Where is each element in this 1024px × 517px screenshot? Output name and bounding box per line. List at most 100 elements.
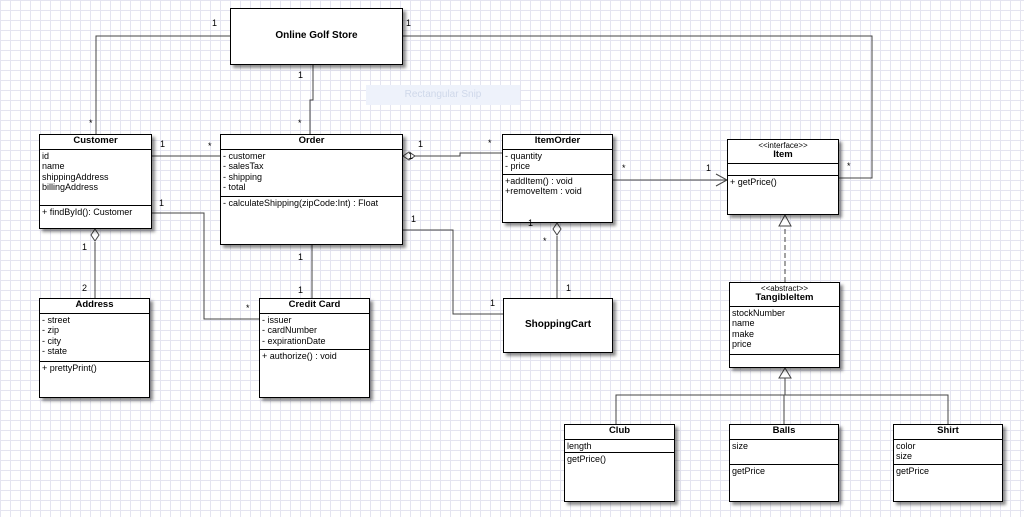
- edge-club-tangible: [615, 378, 786, 424]
- class-item[interactable]: <<interface>> Item + getPrice(): [727, 139, 839, 215]
- multiplicity-label: 1: [408, 151, 414, 161]
- multiplicity-label: 1: [159, 198, 165, 208]
- attributes-section: stockNumber name make price: [730, 307, 839, 355]
- operation: getPrice: [732, 465, 766, 476]
- class-name: Balls: [772, 425, 796, 436]
- operation: - calculateShipping(zipCode:Int) : Float: [223, 197, 379, 208]
- multiplicity-label: *: [543, 236, 547, 246]
- operations-section: [730, 355, 839, 357]
- operations-section: getPrice(): [565, 453, 674, 466]
- attribute: - customer: [223, 150, 266, 161]
- class-header: Credit Card: [260, 299, 369, 314]
- class-name: Order: [298, 135, 325, 146]
- attribute: price: [732, 339, 752, 349]
- class-header: <<abstract>> TangibleItem: [730, 283, 839, 307]
- attribute: - street: [42, 314, 71, 325]
- multiplicity-label: 2: [82, 283, 88, 293]
- operation: getPrice: [896, 465, 930, 476]
- operations-section: getPrice: [730, 465, 838, 478]
- operations-section: + prettyPrint(): [40, 362, 149, 375]
- class-header: Club: [565, 425, 674, 440]
- class-name: Item: [773, 149, 793, 160]
- multiplicity-label: *: [488, 138, 492, 148]
- attribute: color: [896, 440, 916, 451]
- attribute: - total: [223, 182, 246, 192]
- class-credit-card[interactable]: Credit Card - issuer - cardNumber - expi…: [259, 298, 370, 398]
- multiplicity-label: *: [89, 118, 93, 128]
- class-customer[interactable]: Customer id name shippingAddress billing…: [39, 134, 152, 229]
- operation: + findById(): Customer: [42, 206, 133, 217]
- class-header: Shirt: [894, 425, 1002, 440]
- class-name: Club: [608, 425, 631, 436]
- class-name: Shirt: [937, 425, 959, 436]
- attribute: - cardNumber: [262, 325, 318, 335]
- attributes-section: - quantity - price: [503, 150, 612, 175]
- class-club[interactable]: Club length getPrice(): [564, 424, 675, 502]
- operation: +addItem() : void: [505, 175, 573, 186]
- attribute: - price: [505, 161, 531, 171]
- stereotype: <<interface>>: [758, 141, 808, 150]
- operations-section: getPrice: [894, 465, 1002, 478]
- operations-section: + authorize() : void: [260, 350, 369, 363]
- edge-store-item: [403, 35, 873, 179]
- multiplicity-label: 1: [298, 252, 304, 262]
- attribute: - zip: [42, 325, 60, 335]
- class-header: <<interface>> Item: [728, 140, 838, 164]
- operation: + getPrice(): [730, 176, 777, 187]
- attribute: name: [732, 318, 755, 328]
- multiplicity-label: 1: [298, 70, 304, 80]
- operations-section: +addItem() : void +removeItem : void: [503, 175, 612, 198]
- multiplicity-label: 1: [212, 18, 218, 28]
- multiplicity-label: 1: [528, 218, 534, 228]
- multiplicity-label: *: [298, 118, 302, 128]
- class-shirt[interactable]: Shirt color size getPrice: [893, 424, 1003, 502]
- multiplicity-label: 1: [566, 283, 572, 293]
- operation: + prettyPrint(): [42, 362, 97, 373]
- class-online-golf-store[interactable]: Online Golf Store: [230, 8, 403, 65]
- class-header: Balls: [730, 425, 838, 440]
- edge-customer-creditcard: [152, 212, 259, 320]
- attribute: - issuer: [262, 314, 292, 325]
- attribute: shippingAddress: [42, 171, 109, 182]
- operations-section: + getPrice(): [728, 176, 838, 189]
- class-header: Order: [221, 135, 402, 150]
- diamond-customer-address: [90, 228, 100, 242]
- attributes-section: id name shippingAddress billingAddress: [40, 150, 151, 206]
- class-tangible-item[interactable]: <<abstract>> TangibleItem stockNumber na…: [729, 282, 840, 368]
- attribute: size: [732, 440, 749, 451]
- attribute: size: [896, 451, 913, 461]
- class-balls[interactable]: Balls size getPrice: [729, 424, 839, 502]
- attribute: - city: [42, 335, 61, 346]
- multiplicity-label: 1: [298, 285, 304, 295]
- attribute: - salesTax: [223, 161, 264, 171]
- class-name: TangibleItem: [755, 292, 814, 303]
- triangle-generalization-tangible: [778, 367, 792, 379]
- multiplicity-label: *: [246, 303, 250, 313]
- class-name: Online Golf Store: [275, 30, 358, 42]
- attributes-section: - street - zip - city - state: [40, 314, 149, 362]
- edge-store-order: [309, 65, 314, 134]
- triangle-realization-item: [778, 213, 792, 227]
- class-header: Customer: [40, 135, 151, 150]
- attribute: - state: [42, 346, 68, 356]
- multiplicity-label: 1: [490, 298, 496, 308]
- attribute: - expirationDate: [262, 335, 326, 346]
- class-name: ItemOrder: [534, 135, 581, 146]
- diamond-order-itemorder: [402, 151, 416, 161]
- multiplicity-label: *: [208, 141, 212, 151]
- multiplicity-label: *: [622, 163, 626, 173]
- stereotype: <<abstract>>: [760, 284, 809, 293]
- operation: + authorize() : void: [262, 350, 337, 361]
- attributes-section: - issuer - cardNumber - expirationDate: [260, 314, 369, 350]
- multiplicity-label: *: [847, 161, 851, 171]
- attribute: - quantity: [505, 150, 543, 161]
- operation: getPrice(): [567, 453, 607, 464]
- attribute: make: [732, 328, 755, 339]
- class-itemorder[interactable]: ItemOrder - quantity - price +addItem() …: [502, 134, 613, 223]
- edge-store-customer: [95, 35, 230, 134]
- class-address[interactable]: Address - street - zip - city - state + …: [39, 298, 150, 398]
- class-order[interactable]: Order - customer - salesTax - shipping -…: [220, 134, 403, 245]
- multiplicity-label: 1: [82, 242, 88, 252]
- class-shopping-cart[interactable]: ShoppingCart: [503, 298, 613, 353]
